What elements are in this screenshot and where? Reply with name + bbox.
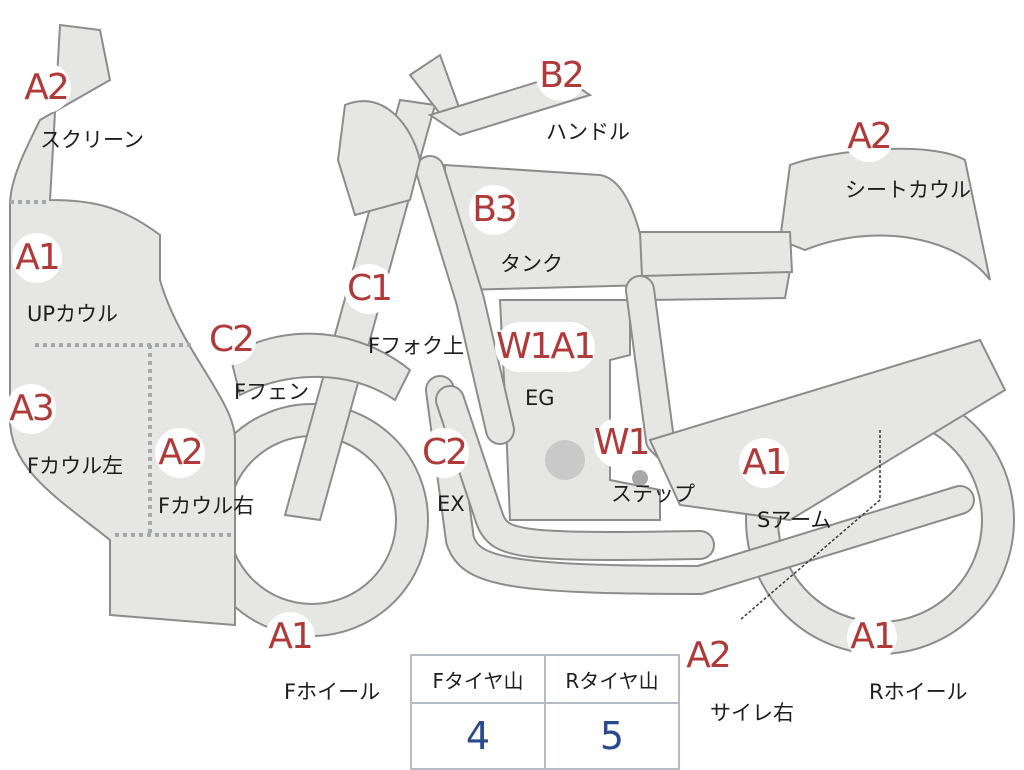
up-cowl-label: UPカウル — [27, 302, 119, 326]
f-fender-label: Fフェン — [234, 380, 310, 404]
step-label: ステップ — [611, 482, 695, 506]
ex-grade: C2 — [419, 428, 469, 478]
screen-grade: A2 — [21, 63, 71, 113]
f-cowl-right-label: Fカウル右 — [158, 494, 255, 518]
s-arm-grade: A1 — [739, 438, 789, 488]
eg-label: EG — [525, 386, 555, 410]
screen-label: スクリーン — [40, 128, 144, 152]
rear-tire-header: Rタイヤ山 — [544, 654, 680, 704]
eg-grade: W1A1 — [495, 322, 596, 372]
f-wheel-label: Fホイール — [284, 680, 381, 704]
muffler-right-grade: A2 — [683, 631, 733, 681]
f-wheel-grade: A1 — [265, 612, 315, 662]
rear-tire-value: 5 — [544, 702, 680, 770]
up-cowl-grade: A1 — [12, 233, 62, 283]
f-fork-label: Fフォク上 — [368, 334, 465, 358]
ex-label: EX — [437, 492, 465, 516]
f-fork-grade: C1 — [344, 264, 394, 314]
f-cowl-right-grade: A2 — [155, 428, 205, 478]
f-cowl-left-label: Fカウル左 — [27, 454, 124, 478]
tire-tread-table: Fタイヤ山 Rタイヤ山 4 5 — [410, 654, 680, 770]
s-arm-label: Sアーム — [757, 508, 832, 532]
tank-label: タンク — [500, 252, 563, 276]
r-wheel-grade: A1 — [847, 612, 897, 662]
front-tire-header: Fタイヤ山 — [410, 654, 546, 704]
muffler-right-label: サイレ右 — [710, 701, 794, 725]
handle-grade: B2 — [536, 51, 586, 101]
handle-label: ハンドル — [546, 120, 630, 144]
f-fender-grade: C2 — [206, 315, 256, 365]
step-grade: W1 — [594, 418, 651, 468]
seat-cowl-label: シートカウル — [845, 178, 971, 202]
front-tire-value: 4 — [410, 702, 546, 770]
r-wheel-label: Rホイール — [869, 680, 968, 704]
seat-cowl-grade: A2 — [844, 112, 894, 162]
f-cowl-left-grade: A3 — [6, 384, 56, 434]
tank-grade: B3 — [469, 185, 519, 235]
